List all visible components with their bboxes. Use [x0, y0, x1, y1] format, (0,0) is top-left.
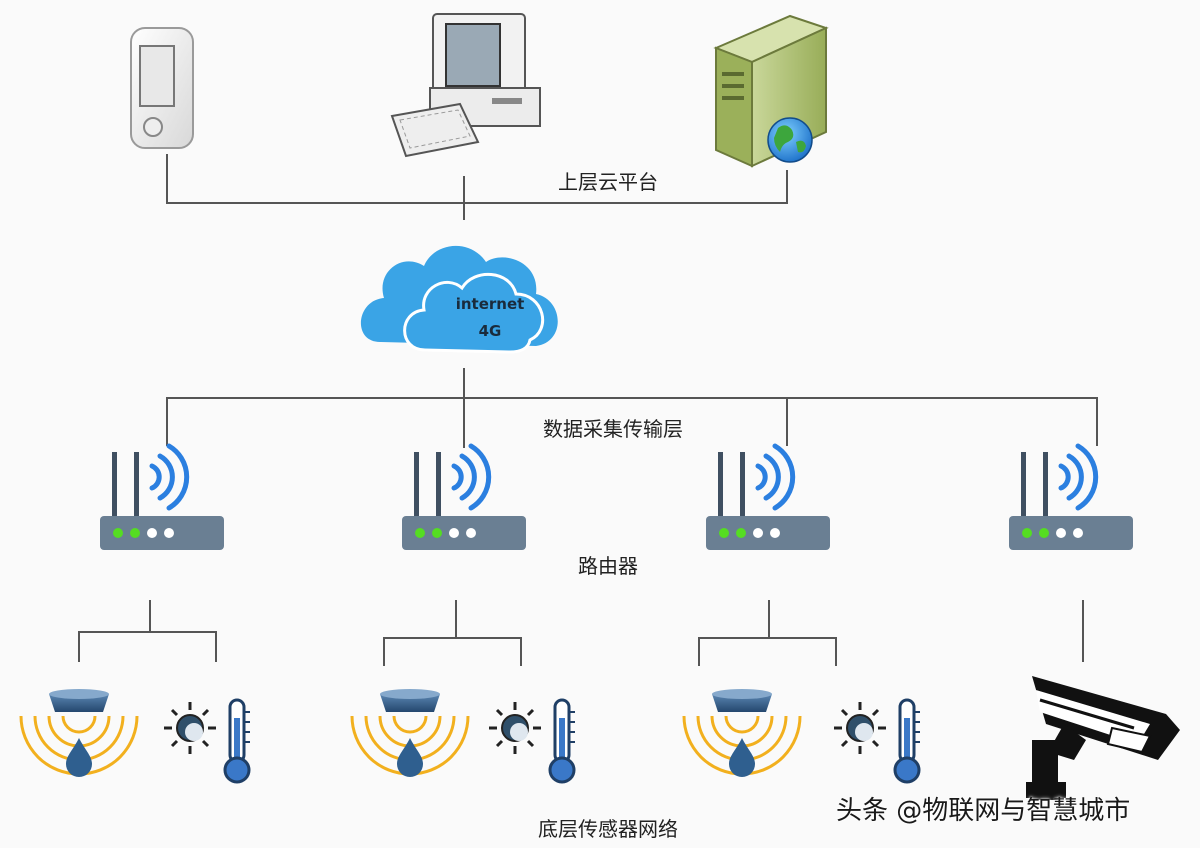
sensor-network-layer-label: 底层传感器网络 — [538, 817, 678, 841]
router-3-icon — [706, 446, 830, 550]
water-sensor-2-icon — [350, 687, 470, 779]
router-4-icon — [1009, 446, 1133, 550]
water-sensor-3-icon — [682, 687, 802, 779]
cloud-label-line1: internet — [456, 295, 525, 313]
temperature-sensor-3-icon — [832, 698, 922, 784]
water-sensor-1-icon — [19, 687, 139, 779]
surveillance-camera-icon — [1026, 676, 1180, 800]
desktop-computer-icon — [390, 13, 541, 158]
watermark: 头条 @物联网与智慧城市 — [836, 796, 1131, 826]
top-connector-lines — [166, 154, 788, 220]
globe-icon — [767, 117, 813, 163]
router-1-icon — [100, 446, 224, 550]
pda-icon — [130, 27, 194, 149]
temperature-sensor-1-icon — [162, 698, 252, 784]
internet-cloud-icon — [360, 245, 558, 354]
temperature-sensor-2-icon — [487, 698, 577, 784]
transport-layer-label: 数据采集传输层 — [543, 417, 683, 441]
router-2-icon — [402, 446, 526, 550]
transport-connector-lines — [166, 368, 1098, 448]
router-label: 路由器 — [578, 554, 638, 578]
cloud-label-line2: 4G — [479, 322, 502, 340]
web-server-icon — [713, 14, 829, 168]
sensor-connector-lines — [78, 600, 1084, 666]
cloud-platform-layer-label: 上层云平台 — [558, 170, 658, 194]
